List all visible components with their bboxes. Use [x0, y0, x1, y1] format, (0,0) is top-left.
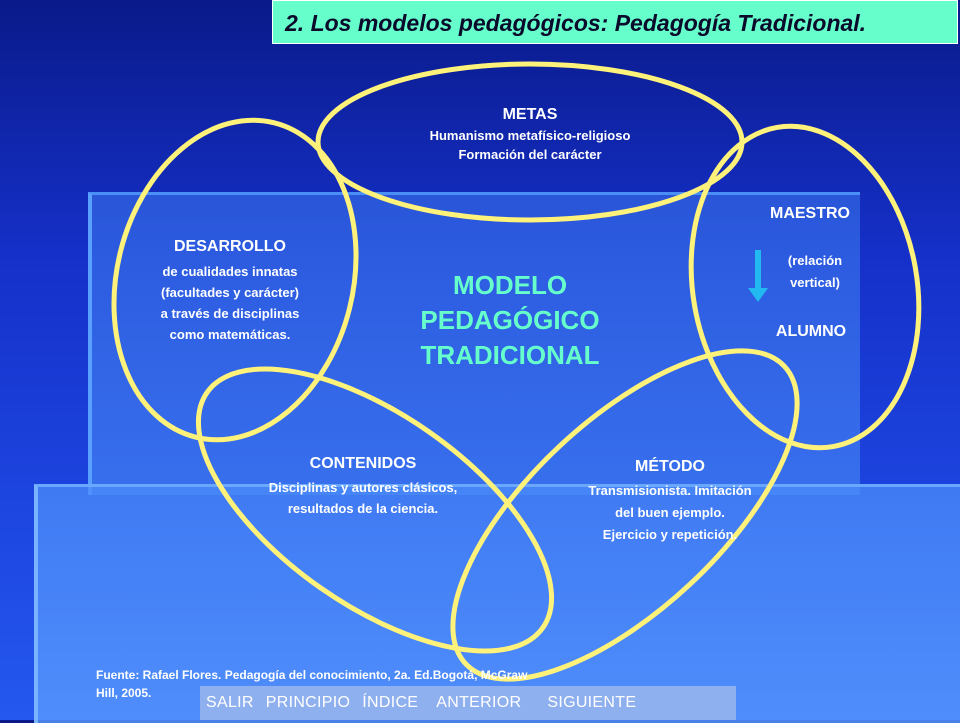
contenidos-line-1: Disciplinas y autores clásicos,: [268, 480, 458, 495]
metas-heading: METAS: [502, 106, 558, 123]
contenidos-heading: CONTENIDOS: [309, 455, 417, 472]
center-title-line-2: PEDAGÓGICO: [420, 305, 600, 335]
nav-indice-link[interactable]: ÍNDICE: [362, 694, 419, 711]
metas-line-1: Humanismo metafísico-religioso: [429, 128, 631, 143]
metodo-heading: MÉTODO: [635, 458, 705, 475]
ellipse-relacion: [688, 123, 922, 451]
nav-siguiente-link[interactable]: SIGUIENTE: [547, 694, 637, 711]
source-line-2: Hill, 2005.: [96, 686, 152, 700]
contenidos-label: CONTENIDOS Disciplinas y autores clásico…: [238, 453, 488, 519]
relacion-note: (relación vertical): [770, 250, 860, 294]
slide-title: 2. Los modelos pedagógicos: Pedagogía Tr…: [272, 0, 958, 44]
nav-principio-link[interactable]: PRINCIPIO: [265, 694, 351, 711]
metodo-line-1: Transmisionista. Imitación: [588, 483, 752, 498]
ellipse-metodo: [450, 348, 800, 682]
metodo-label: MÉTODO Transmisionista. Imitación del bu…: [550, 456, 790, 546]
alumno-label: ALUMNO: [756, 321, 866, 343]
desarrollo-line-2: (facultades y carácter): [160, 285, 299, 300]
desarrollo-line-4: como matemáticas.: [169, 327, 291, 342]
background-panel-upper: [88, 192, 860, 495]
metodo-line-3: Ejercicio y repetición.: [602, 527, 738, 542]
desarrollo-heading: DESARROLLO: [174, 238, 286, 255]
ellipse-desarrollo: [111, 117, 359, 443]
background-panel-lower: [34, 484, 960, 723]
maestro-label: MAESTRO: [750, 203, 870, 225]
desarrollo-label: DESARROLLO de cualidades innatas (facult…: [120, 236, 340, 345]
metas-line-2: Formación del carácter: [458, 147, 602, 162]
relacion-note-1: (relación: [787, 253, 843, 268]
alumno-text: ALUMNO: [775, 323, 847, 340]
navigation-bar: SALIR PRINCIPIO ÍNDICE ANTERIOR SIGUIENT…: [200, 686, 736, 720]
maestro-text: MAESTRO: [770, 205, 850, 222]
center-title-line-1: MODELO: [452, 270, 568, 300]
source-citation: Fuente: Rafael Flores. Pedagogía del con…: [96, 666, 706, 702]
center-title: MODELO PEDAGÓGICO TRADICIONAL: [380, 268, 640, 373]
source-line-1: Fuente: Rafael Flores. Pedagogía del con…: [96, 668, 528, 682]
relacion-note-2: vertical): [790, 275, 840, 290]
arrow-head-icon: [748, 288, 768, 302]
nav-salir-link[interactable]: SALIR: [206, 694, 254, 711]
contenidos-line-2: resultados de la ciencia.: [287, 501, 439, 516]
center-title-line-3: TRADICIONAL: [420, 340, 600, 370]
desarrollo-line-1: de cualidades innatas: [162, 264, 298, 279]
metodo-line-2: del buen ejemplo.: [615, 505, 725, 520]
nav-anterior-link[interactable]: ANTERIOR: [436, 694, 522, 711]
metas-label: METAS Humanismo metafísico-religioso For…: [390, 104, 670, 164]
desarrollo-line-3: a través de disciplinas: [160, 306, 300, 321]
ellipse-contenidos: [195, 366, 555, 654]
